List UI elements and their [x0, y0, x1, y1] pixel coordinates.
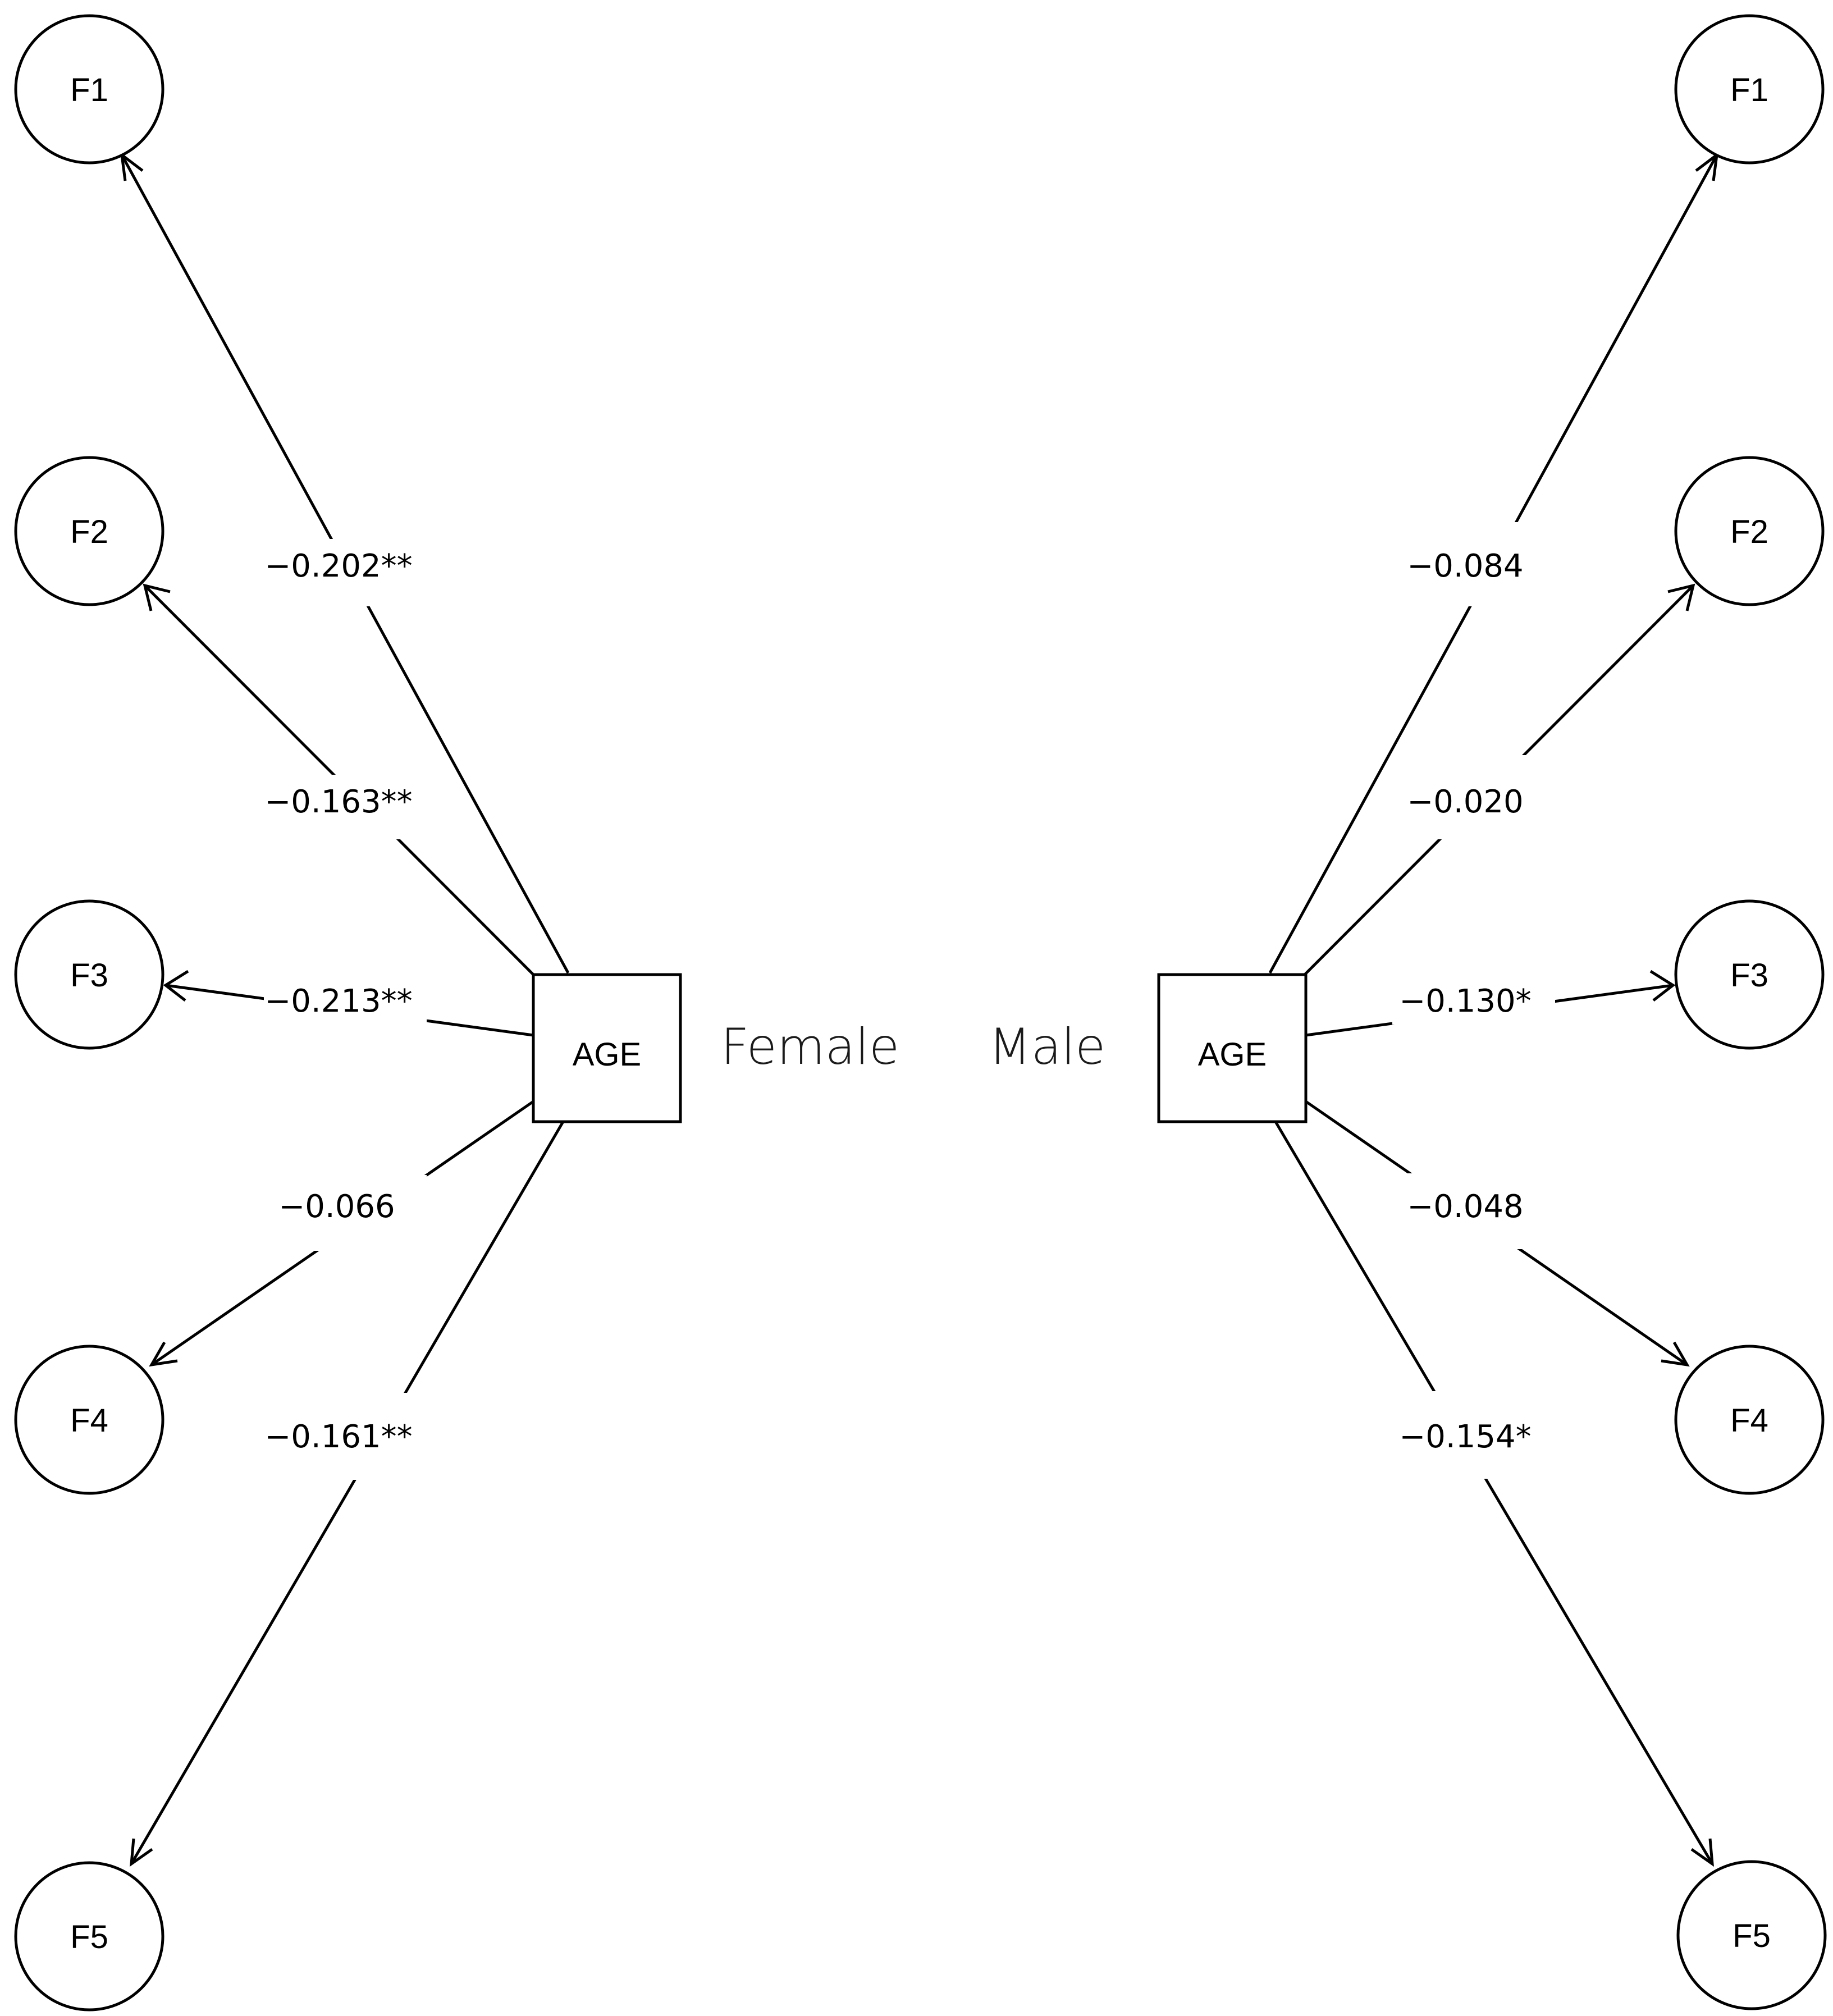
female-factor-f3-label: F3 [70, 957, 108, 994]
male-arrowhead-f5 [1690, 1838, 1714, 1867]
female-factor-f2: F2 [14, 456, 164, 606]
female-factor-f5: F5 [14, 1861, 164, 2012]
male-coef-f3: −0.130* [1399, 983, 1531, 1020]
male-age-box: AGE [1157, 973, 1308, 1123]
female-factor-f1: F1 [14, 14, 164, 164]
male-group-label: Male [989, 1018, 1105, 1076]
female-age-box: AGE [532, 973, 682, 1123]
female-arrowhead-f4 [149, 1341, 178, 1367]
male-arrowhead-f1 [1695, 152, 1719, 181]
male-factor-f5: F5 [1676, 1860, 1827, 2010]
female-arrowhead-f3 [163, 970, 189, 1002]
female-factor-f2-label: F2 [70, 514, 108, 550]
female-coef-f2: −0.163** [264, 784, 412, 820]
female-panel: −0.202** −0.163** −0.213** −0.066 −0.161… [14, 14, 899, 2012]
male-arrowhead-f3 [1649, 970, 1676, 1002]
female-factor-f3: F3 [14, 899, 164, 1050]
male-factor-f2-label: F2 [1730, 514, 1768, 550]
male-coef-f5: −0.154* [1399, 1419, 1531, 1455]
female-arrowhead-f5 [130, 1838, 153, 1867]
female-age-label: AGE [573, 1036, 642, 1073]
male-age-label: AGE [1198, 1036, 1267, 1073]
male-coefficients: −0.084 −0.020 −0.130* −0.048 −0.154* [1381, 522, 1555, 1479]
female-factor-f4: F4 [14, 1345, 164, 1495]
male-factor-f2: F2 [1674, 456, 1825, 606]
female-group-label: Female [721, 1018, 899, 1076]
female-coef-f3: −0.213** [264, 983, 412, 1020]
female-coef-f5: −0.161** [264, 1419, 412, 1455]
male-factor-f1-label: F1 [1730, 72, 1768, 108]
female-coef-f4: −0.066 [278, 1188, 395, 1225]
female-factor-f5-label: F5 [70, 1919, 108, 1955]
male-factor-f3-label: F3 [1730, 957, 1768, 994]
male-edge-f5 [1274, 1121, 1714, 1865]
female-arrowhead-f2 [143, 583, 171, 611]
female-factor-f4-label: F4 [70, 1402, 108, 1439]
male-coef-f1: −0.084 [1407, 548, 1523, 584]
male-panel: −0.084 −0.020 −0.130* −0.048 −0.154* F1 … [989, 14, 1827, 2010]
male-arrowhead-f2 [1667, 583, 1695, 611]
male-factor-f5-label: F5 [1733, 1918, 1771, 1954]
male-factor-f3: F3 [1674, 899, 1825, 1050]
female-edge-f5 [130, 1121, 565, 1865]
female-factor-f1-label: F1 [70, 72, 108, 108]
male-factor-f4-label: F4 [1730, 1402, 1768, 1439]
male-factor-f4: F4 [1674, 1345, 1825, 1495]
male-arrowhead-f4 [1661, 1341, 1690, 1367]
female-coef-f1: −0.202** [264, 548, 412, 584]
male-factor-f1: F1 [1674, 14, 1825, 164]
male-coef-f4: −0.048 [1407, 1188, 1523, 1225]
female-coefficients: −0.202** −0.163** −0.213** −0.066 −0.161… [258, 539, 427, 1480]
male-coef-f2: −0.020 [1407, 784, 1523, 820]
